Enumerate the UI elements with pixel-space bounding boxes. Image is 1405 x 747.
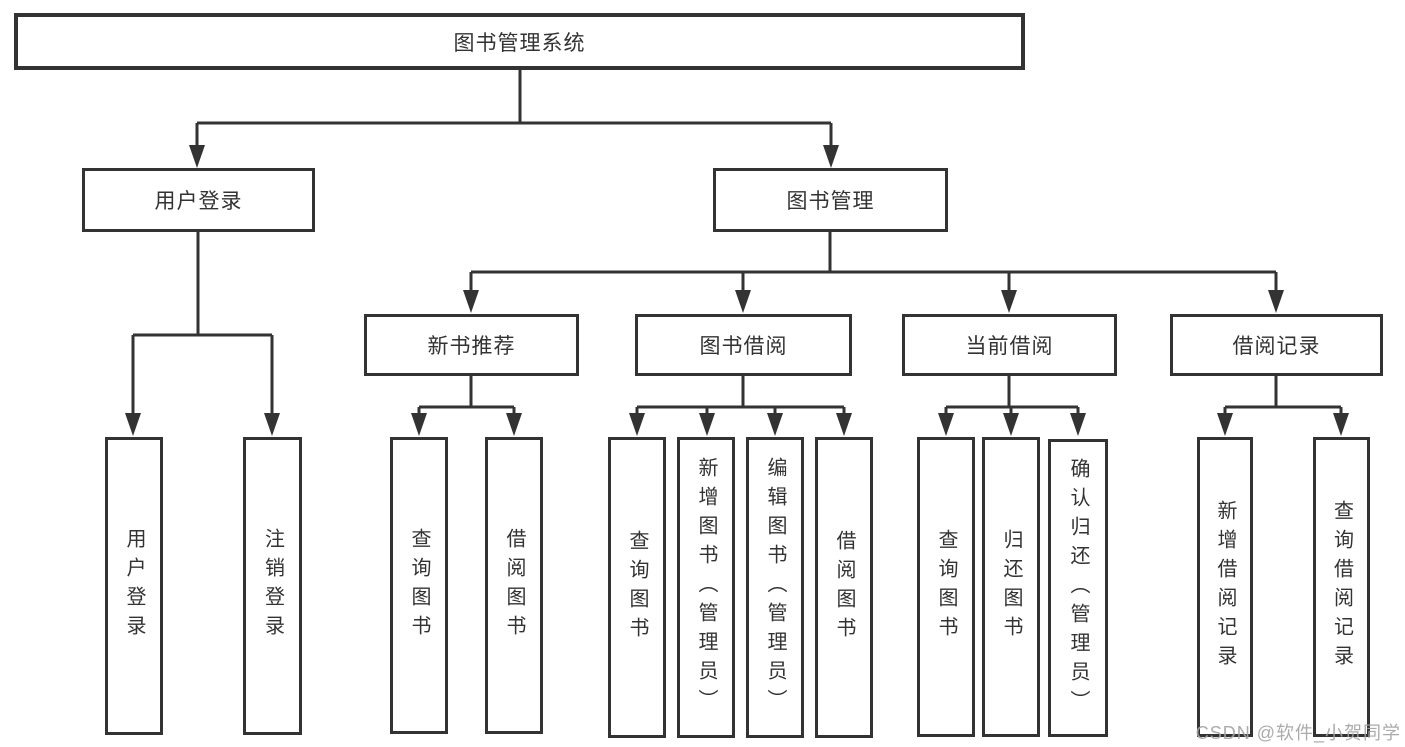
arrowhead — [125, 413, 141, 436]
arrowhead — [463, 290, 479, 313]
node-book-management-label: 图书管理 — [786, 190, 875, 213]
node-leaf-edit-book-admin: 编辑图书（管理员） — [746, 437, 804, 738]
node-leaf-query-book-3: 查询图书 — [917, 437, 975, 737]
node-borrow-record-label: 借阅记录 — [1232, 335, 1321, 358]
node-leaf-user-login-label: 用户登录 — [123, 528, 145, 644]
node-leaf-add-book-admin-label: 新增图书（管理员） — [695, 457, 717, 718]
arrowhead — [767, 413, 783, 436]
node-leaf-query-book-1: 查询图书 — [390, 437, 448, 734]
node-new-book-recommend: 新书推荐 — [364, 314, 579, 376]
node-user-login-label: 用户登录 — [154, 190, 243, 213]
arrowhead — [264, 413, 280, 436]
node-leaf-edit-book-admin-label: 编辑图书（管理员） — [764, 457, 786, 718]
connector-new-book-children — [417, 376, 516, 414]
arrowhead — [411, 413, 427, 436]
node-leaf-query-borrow-record-label: 查询借阅记录 — [1330, 500, 1353, 674]
node-new-book-recommend-label: 新书推荐 — [427, 335, 516, 358]
arrowhead — [506, 413, 522, 436]
arrowhead — [189, 145, 205, 168]
node-leaf-borrow-book-2: 借阅图书 — [815, 437, 873, 738]
node-leaf-add-borrow-record: 新增借阅记录 — [1197, 437, 1253, 737]
arrowhead — [699, 413, 715, 436]
arrowhead — [629, 413, 645, 436]
node-root-label: 图书管理系统 — [453, 31, 586, 55]
arrowhead — [1217, 413, 1233, 436]
connector-user-login-children — [131, 232, 274, 414]
node-current-borrow-label: 当前借阅 — [965, 335, 1054, 358]
arrowhead — [1268, 290, 1284, 313]
arrowhead — [1070, 413, 1086, 436]
node-leaf-borrow-book-1: 借阅图书 — [485, 437, 543, 734]
arrowhead — [823, 145, 839, 168]
node-user-login: 用户登录 — [82, 168, 315, 232]
node-leaf-logout-label: 注销登录 — [261, 528, 284, 644]
node-current-borrow: 当前借阅 — [902, 314, 1117, 376]
node-book-borrow: 图书借阅 — [635, 314, 852, 376]
arrowhead — [1001, 290, 1017, 313]
node-leaf-return-book-label: 归还图书 — [1000, 529, 1022, 645]
node-leaf-confirm-return-admin: 确认归还（管理员） — [1048, 439, 1108, 737]
connector-borrow-record-children — [1223, 376, 1343, 414]
node-leaf-return-book: 归还图书 — [982, 437, 1040, 737]
arrowhead — [938, 413, 954, 436]
node-leaf-confirm-return-admin-label: 确认归还（管理员） — [1067, 457, 1089, 719]
node-leaf-query-book-2: 查询图书 — [608, 437, 666, 738]
node-leaf-borrow-book-2-label: 借阅图书 — [833, 529, 855, 646]
node-leaf-user-login: 用户登录 — [105, 437, 163, 735]
connector-current-borrow-children — [944, 376, 1080, 414]
connector-book-mgmt-level3 — [469, 232, 1278, 291]
connector-book-borrow-children — [635, 376, 846, 414]
node-leaf-add-book-admin: 新增图书（管理员） — [677, 437, 735, 738]
node-leaf-borrow-book-1-label: 借阅图书 — [503, 527, 525, 644]
node-leaf-add-borrow-record-label: 新增借阅记录 — [1214, 500, 1236, 674]
arrowhead — [836, 413, 852, 436]
connector-root-level2 — [195, 70, 833, 146]
node-leaf-query-borrow-record: 查询借阅记录 — [1313, 437, 1370, 737]
arrowhead — [1333, 413, 1349, 436]
arrowhead — [1003, 413, 1019, 436]
node-leaf-query-book-2-label: 查询图书 — [626, 529, 648, 646]
node-leaf-query-book-1-label: 查询图书 — [408, 527, 430, 644]
node-borrow-record: 借阅记录 — [1170, 314, 1383, 376]
node-leaf-logout: 注销登录 — [243, 437, 302, 735]
csdn-watermark: CSDN @软件_小贺同学 — [1195, 723, 1401, 743]
node-root: 图书管理系统 — [14, 13, 1025, 70]
node-leaf-query-book-3-label: 查询图书 — [935, 529, 957, 645]
node-book-borrow-label: 图书借阅 — [699, 335, 788, 358]
arrowhead — [735, 290, 751, 313]
node-book-management: 图书管理 — [713, 168, 948, 232]
